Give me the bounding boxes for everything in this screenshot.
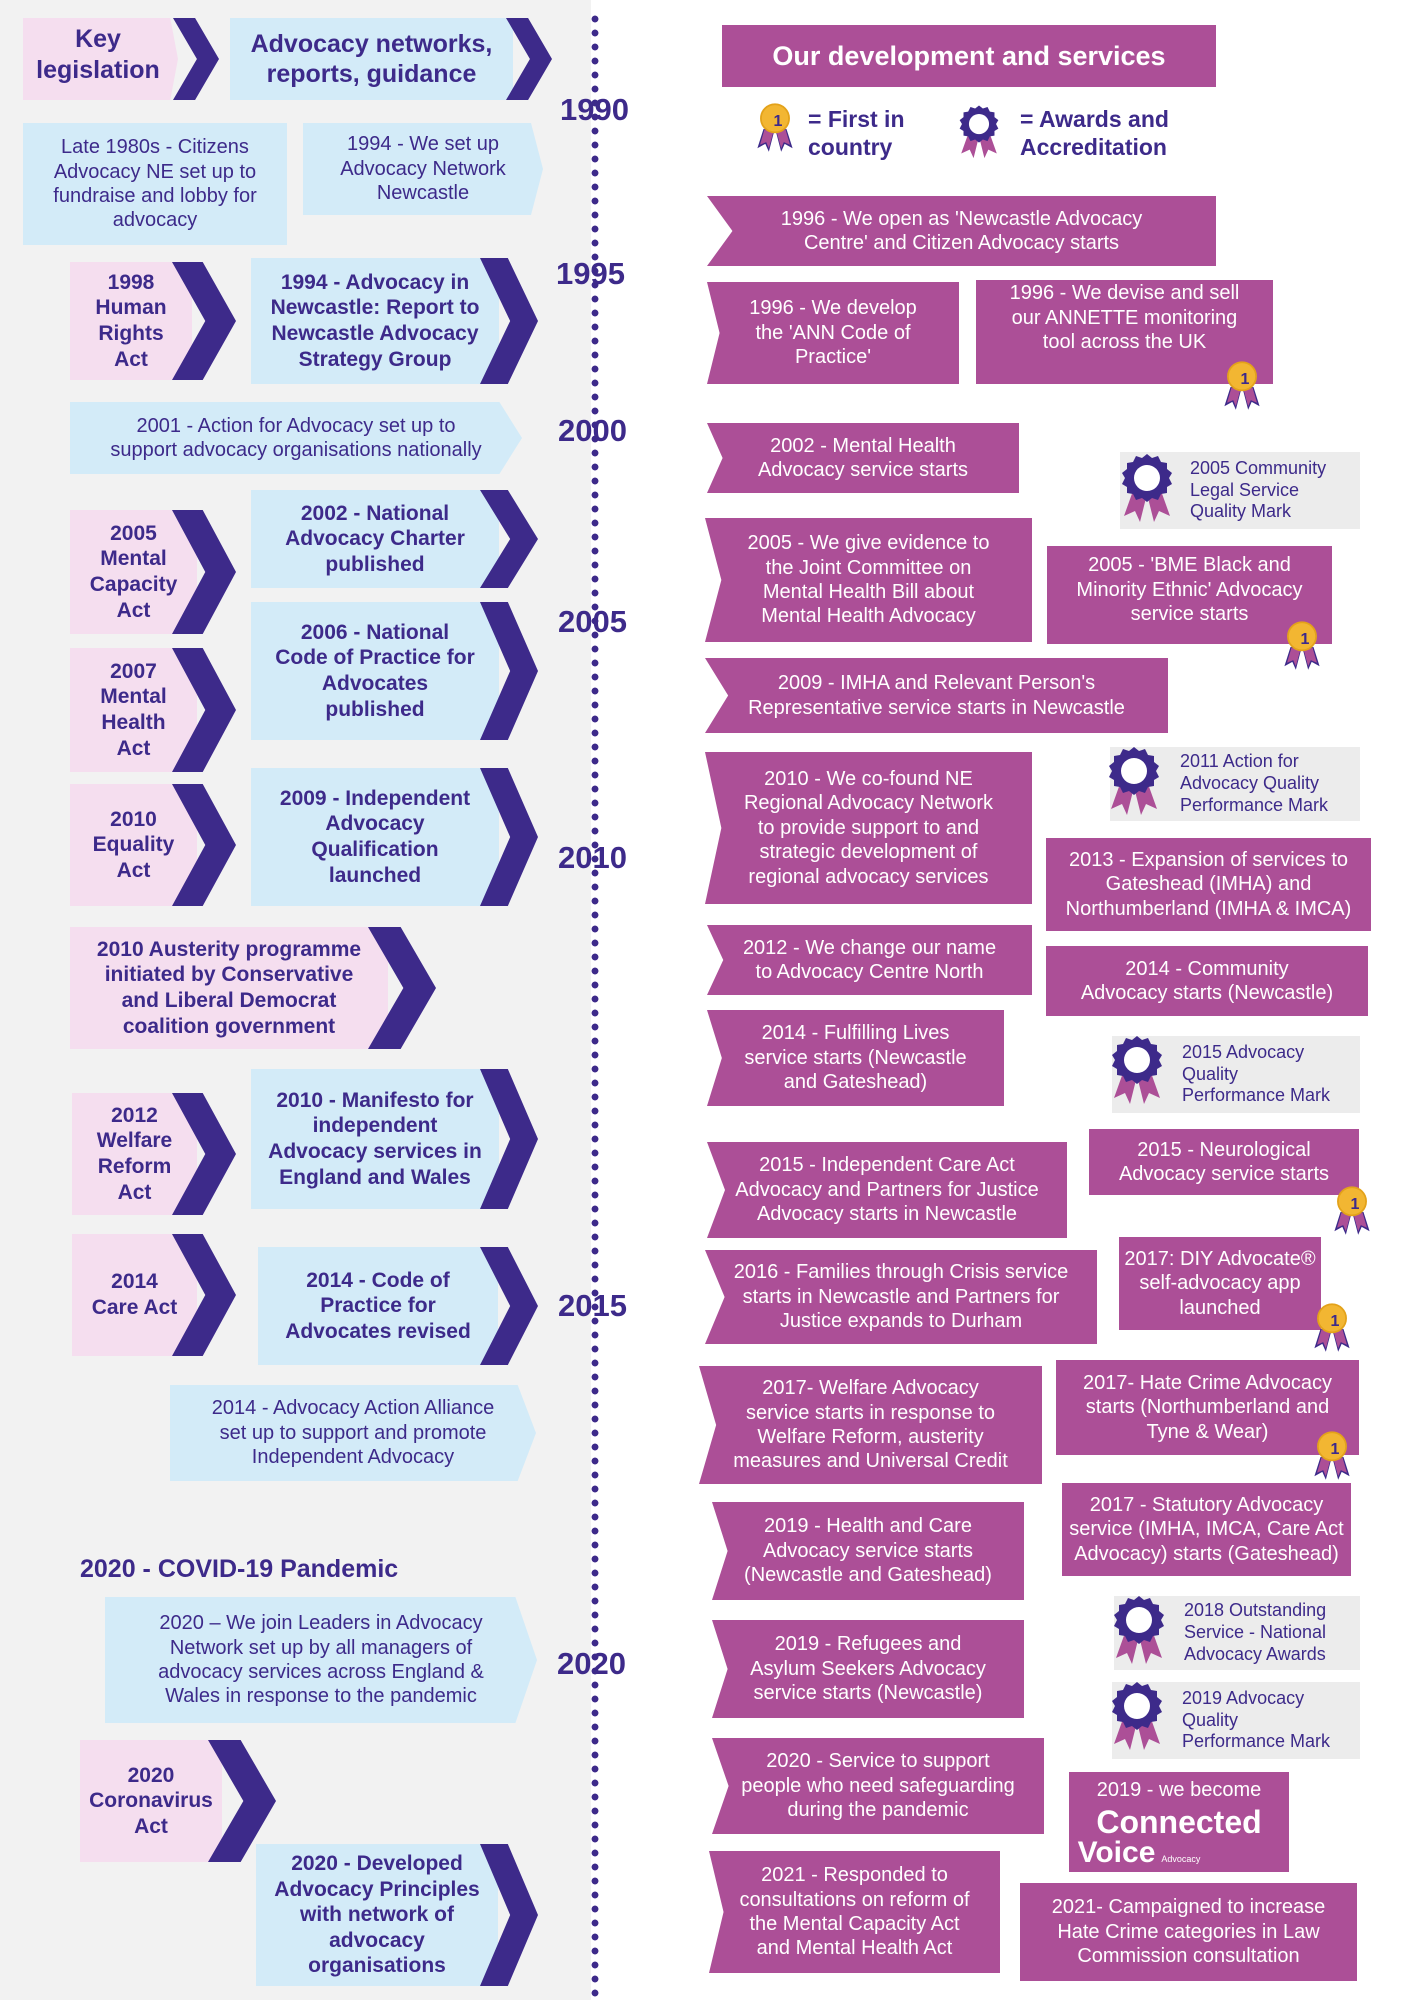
award-rosette-icon [1106,1034,1168,1104]
service-item: 2005 - We give evidence to the Joint Com… [705,518,1032,642]
timeline-axis [591,12,599,1997]
svg-text:1: 1 [1331,1313,1340,1330]
service-item-text: 2019 - we become [1096,1779,1262,1801]
network-item: Late 1980s - Citizens Advocacy NE set up… [23,123,287,245]
service-item: 2017- Welfare Advocacy service starts in… [699,1366,1042,1484]
service-item: 2015 - Neurological Advocacy service sta… [1089,1129,1359,1195]
svg-text:1: 1 [1241,371,1250,388]
legislation-item: 2020 Coronavirus Act [80,1740,222,1862]
year-label: 1995 [556,256,625,291]
service-item: 2010 - We co-found NE Regional Advocacy … [705,752,1032,904]
svg-text:1: 1 [1301,631,1310,648]
network-item: 2002 - National Advocacy Charter publish… [251,490,499,588]
header-networks: Advocacy networks, reports, guidance [230,18,513,100]
year-label: 2005 [558,604,627,639]
service-item: 2005 - 'BME Black and Minority Ethnic' A… [1047,546,1332,644]
legislation-item: 1998 Human Rights Act [70,262,192,380]
connected-voice-logo-voice: Voice [1077,1836,1156,1870]
service-item: 2021- Campaigned to increase Hate Crime … [1020,1883,1357,1981]
service-item: 2016 - Families through Crisis service s… [705,1250,1097,1344]
network-item: 2014 - Advocacy Action Alliance set up t… [170,1385,536,1481]
first-in-country-medal-icon: 1 [1220,360,1264,412]
svg-text:1: 1 [774,113,783,130]
service-item: 2015 - Independent Care Act Advocacy and… [707,1142,1067,1238]
connected-voice-logo: Connected [1096,1804,1262,1841]
header-key-legislation [23,18,178,100]
network-item: 1994 - We set up Advocacy Network Newcas… [303,123,543,215]
legislation-item: 2005 Mental Capacity Act [70,510,197,634]
service-item: 2017- Hate Crime Advocacy starts (Northu… [1056,1360,1359,1455]
first-in-country-medal-icon: 1 [1310,1302,1354,1354]
service-item: 2019 - Refugees and Asylum Seekers Advoc… [712,1620,1024,1718]
legend-awards: = Awards and Accreditation [1020,106,1169,160]
year-label: 2020 [557,1646,626,1681]
legislation-item: 2014 Care Act [72,1234,197,1356]
year-label: 2000 [558,413,627,448]
network-item: 2009 - Independent Advocacy Qualificatio… [251,768,499,906]
header-development: Our development and services [722,25,1216,87]
first-in-country-medal-icon: 1 [1310,1430,1354,1482]
svg-text:1: 1 [1351,1196,1360,1213]
service-item: 2020 - Service to support people who nee… [712,1738,1044,1834]
year-label: 2010 [558,840,627,875]
header-key-legislation-text: Key legislation [36,25,160,85]
service-item: 2012 - We change our name to Advocacy Ce… [707,925,1032,995]
service-item: 2021 - Responded to consultations on ref… [709,1851,1000,1973]
legislation-item: 2010 Equality Act [70,784,197,906]
network-item: 2010 - Manifesto for independent Advocac… [251,1069,499,1209]
service-item: 2002 - Mental Health Advocacy service st… [707,423,1019,493]
service-item: 2019 - Health and Care Advocacy service … [712,1502,1024,1600]
legislation-item: 2007 Mental Health Act [70,648,197,772]
network-item: 2001 - Action for Advocacy set up to sup… [70,402,522,474]
year-label: 2015 [558,1288,627,1323]
legislation-item: 2012 Welfare Reform Act [72,1093,197,1215]
first-in-country-medal-icon: 1 [1330,1185,1374,1237]
service-item: 2009 - IMHA and Relevant Person's Repres… [705,658,1168,733]
service-item: 2013 - Expansion of services to Gateshea… [1046,838,1371,931]
award-rosette-icon [1116,452,1178,522]
legislation-item: 2010 Austerity programme initiated by Co… [70,927,388,1049]
service-item: 2017 - Statutory Advocacy service (IMHA,… [1062,1483,1351,1576]
award-rosette-icon [1103,745,1165,815]
service-item: 1996 - We open as 'Newcastle Advocacy Ce… [707,196,1216,266]
network-item: 2020 - Developed Advocacy Principles wit… [256,1844,498,1986]
connected-voice-logo-sub: Advocacy [1161,1854,1201,1865]
connected-voice-box: 2019 - we become Connected Voice Advocac… [1069,1772,1289,1872]
service-item: 2014 - Community Advocacy starts (Newcas… [1046,946,1368,1016]
covid-heading: 2020 - COVID-19 Pandemic [80,1555,399,1583]
service-item: 1996 - We develop the 'ANN Code of Pract… [707,282,959,384]
legend-first-in-country: = First in country [808,106,905,160]
network-item: 2020 – We join Leaders in Advocacy Netwo… [105,1597,537,1723]
first-in-country-medal-icon: 1 [753,102,797,154]
network-item: 2014 - Code of Practice for Advocates re… [258,1247,498,1365]
network-item: 2006 - National Code of Practice for Adv… [251,602,499,740]
connected-voice-logo-line2: Voice Advocacy [1078,1838,1201,1868]
award-rosette-icon [1108,1594,1170,1664]
service-item: 1996 - We devise and sell our ANNETTE mo… [976,280,1273,384]
network-item: 1994 - Advocacy in Newcastle: Report to … [251,258,499,384]
award-rosette-icon [955,102,1003,160]
svg-text:1: 1 [1331,1441,1340,1458]
year-label: 1990 [560,92,629,127]
award-rosette-icon [1106,1680,1168,1750]
service-item: 2014 - Fulfilling Lives service starts (… [707,1010,1004,1106]
service-item: 2017: DIY Advocate® self-advocacy app la… [1119,1237,1321,1330]
first-in-country-medal-icon: 1 [1280,620,1324,672]
